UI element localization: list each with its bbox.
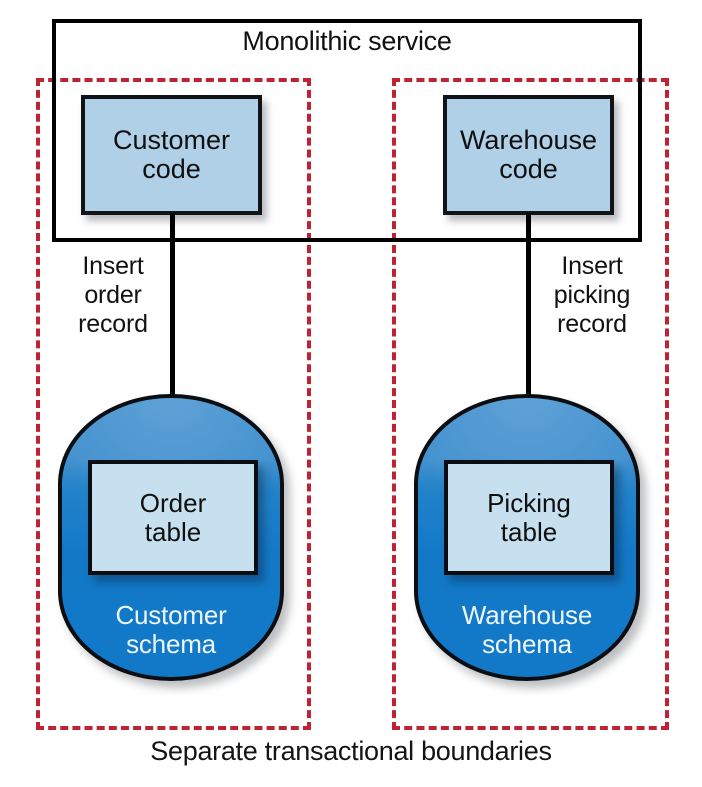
warehouse-code-label-line1: Warehouse	[459, 124, 598, 155]
diagram-caption: Separate transactional boundaries	[150, 736, 552, 766]
insert-picking-record-label: Insert picking record	[528, 252, 656, 339]
insert-order-arrow-line	[170, 213, 175, 469]
customer-schema-label-line1: Customer	[115, 599, 227, 630]
warehouse-code-box: Warehouse code	[443, 95, 614, 215]
insert-picking-arrow-line	[526, 213, 531, 469]
order-table-label-line1: Order	[139, 488, 207, 519]
warehouse-schema-label: Warehouse schema	[418, 599, 636, 659]
insert-order-label-line2: order	[84, 281, 142, 309]
warehouse-transactional-boundary	[392, 78, 669, 730]
warehouse-code-label-line2: code	[499, 154, 558, 184]
monolithic-service-box	[52, 19, 642, 242]
picking-table-label-line1: Picking	[487, 488, 571, 519]
warehouse-schema-label-line1: Warehouse	[461, 599, 593, 630]
picking-table-box: Picking table	[444, 460, 614, 575]
insert-picking-label-line1: Insert	[561, 252, 623, 280]
customer-schema-label: Customer schema	[62, 599, 280, 659]
insert-order-label-line3: record	[78, 310, 148, 338]
picking-table-label-line2: table	[500, 516, 558, 547]
customer-code-box: Customer code	[81, 95, 262, 215]
monolithic-service-title: Monolithic service	[242, 26, 452, 56]
insert-order-record-label: Insert order record	[58, 252, 168, 339]
warehouse-schema-label-line2: schema	[482, 628, 572, 659]
insert-order-label-line1: Insert	[82, 252, 144, 280]
insert-picking-label-line2: picking	[553, 281, 631, 309]
customer-code-label-line1: Customer	[112, 124, 231, 155]
customer-schema-label-line2: schema	[126, 628, 216, 659]
order-table-box: Order table	[88, 460, 258, 575]
customer-code-label-line2: code	[142, 154, 201, 184]
order-table-label-line2: table	[144, 516, 202, 547]
customer-transactional-boundary	[36, 78, 311, 730]
insert-picking-label-line3: record	[557, 310, 627, 338]
